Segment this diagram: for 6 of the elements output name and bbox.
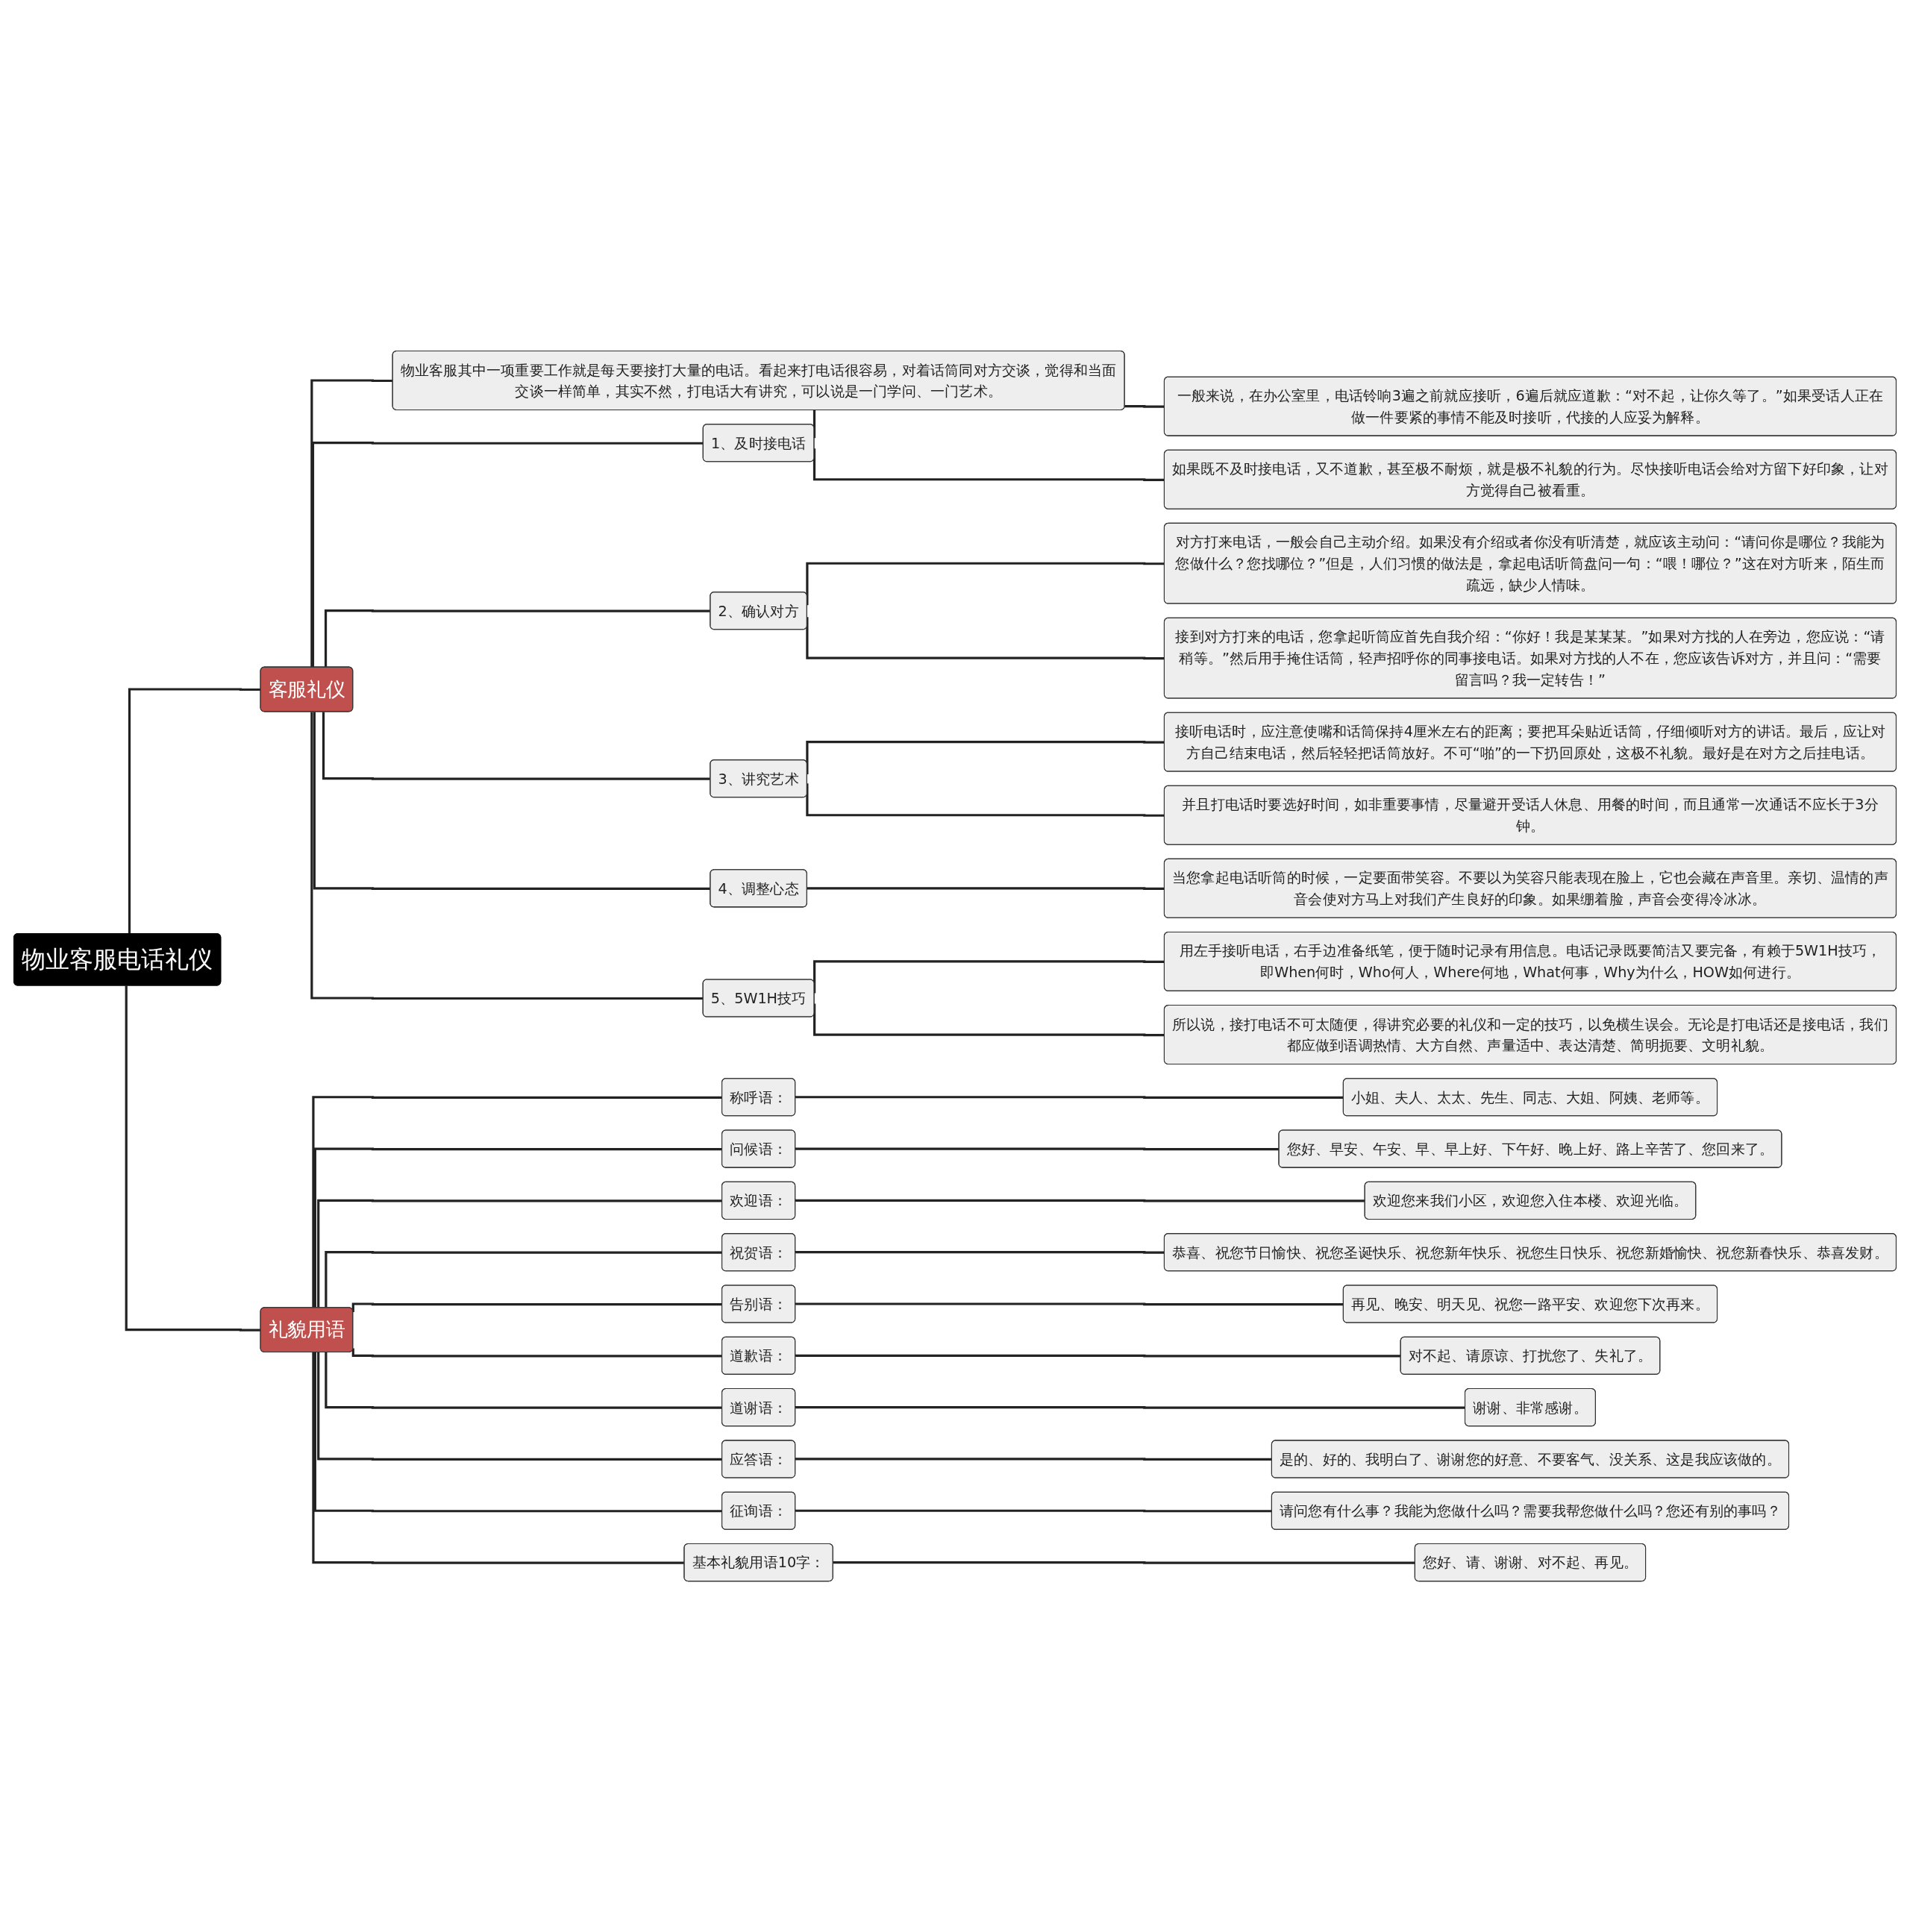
connector	[125, 985, 261, 1332]
connector	[128, 688, 261, 935]
connector	[311, 442, 704, 668]
connector	[310, 712, 704, 1000]
connector	[812, 448, 1165, 481]
connector	[310, 379, 393, 668]
